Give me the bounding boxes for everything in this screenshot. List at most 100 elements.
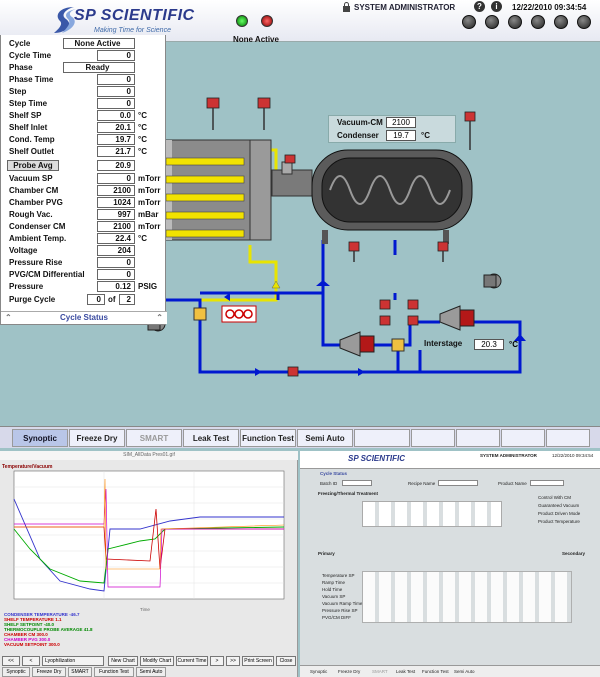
info-icon[interactable]: i	[491, 1, 502, 12]
collapse-left-icon: ⌃	[5, 313, 12, 322]
primary-row-label: Hold Time	[322, 587, 343, 592]
interstage-value: 20.3	[474, 339, 504, 350]
refrigerant-lines	[160, 240, 522, 374]
print-icon[interactable]	[531, 15, 545, 29]
main-tab-bar: Synoptic Freeze Dry SMART Leak Test Func…	[0, 426, 600, 448]
recipe-brand: SP SCIENTIFIC	[348, 454, 406, 463]
stop-button[interactable]	[261, 15, 273, 27]
prev-page-button[interactable]: <	[22, 656, 40, 666]
compressors	[339, 305, 475, 357]
recipe-tab-semi-auto[interactable]: Semi Auto	[454, 669, 475, 674]
purge-current: 0	[87, 294, 105, 305]
chart-type-select[interactable]: Lyophilization	[42, 656, 104, 666]
tools-icon[interactable]	[508, 15, 522, 29]
recipe-tab-function-test[interactable]: Function Test	[422, 669, 449, 674]
tab-smart[interactable]: SMART	[126, 429, 182, 447]
vacuum-cm-value: 2100	[386, 117, 416, 128]
freezing-section-title: Freezing/Thermal Treatment	[318, 491, 379, 496]
close-button[interactable]: Close	[276, 656, 296, 666]
mini-tab-function-test[interactable]: Function Test	[94, 667, 134, 677]
cycle-value: None Active	[63, 38, 135, 49]
tab-freeze-dry[interactable]: Freeze Dry	[69, 429, 125, 447]
batch-id-input[interactable]	[342, 480, 372, 486]
start-button[interactable]	[236, 15, 248, 27]
lock-icon	[343, 2, 350, 12]
primary-step-grid	[362, 571, 572, 623]
date-time: 12/22/2010 09:34:54	[512, 3, 587, 12]
primary-row-label: Temperature SP	[322, 573, 355, 578]
last-page-button[interactable]: >>	[226, 656, 240, 666]
product-temperature-check[interactable]: Product Temperature	[538, 519, 580, 524]
current-time-button[interactable]: Current Time	[176, 656, 208, 666]
product-name-label: Product Name	[498, 481, 527, 486]
cycle-status-toggle[interactable]: ⌃ Cycle Status ⌃	[1, 311, 167, 324]
probe-avg-button[interactable]: Probe Avg	[7, 160, 59, 171]
alarm-icon[interactable]	[485, 15, 499, 29]
product-name-input[interactable]	[530, 480, 564, 486]
legend-item: CHAMBER CM 300.0	[4, 632, 48, 637]
mini-tab-synoptic[interactable]: Synoptic	[2, 667, 30, 677]
mini-tab-semi-auto[interactable]: Semi Auto	[136, 667, 166, 677]
recipe-tab-synoptic[interactable]: Synoptic	[310, 669, 328, 674]
condenser-vessel	[311, 149, 473, 244]
swoosh-icon	[54, 7, 76, 33]
modify-chart-button[interactable]: Modify Chart	[140, 656, 174, 666]
condenser-unit: °C	[421, 131, 430, 140]
trend-chart	[13, 470, 285, 600]
row-purge-cycle: Purge Cycle 0 of 2	[1, 294, 167, 306]
flow-arrows	[224, 280, 526, 376]
row-ambient-temp: Ambient Temp.22.4°C	[9, 233, 147, 244]
user-name: SYSTEM ADMINISTRATOR	[354, 3, 456, 12]
brand-name: SP SCIENTIFIC	[74, 7, 195, 24]
tab-empty-4[interactable]	[501, 429, 545, 447]
tab-empty-1[interactable]	[354, 429, 410, 447]
interstage-unit: °C	[509, 340, 518, 349]
primary-row-label: PVG/CM DIFF	[322, 615, 351, 620]
recipe-tab-smart[interactable]: SMART	[372, 669, 388, 674]
first-page-button[interactable]: <<	[2, 656, 20, 666]
print-screen-button[interactable]: Print Screen	[242, 656, 274, 666]
next-page-button[interactable]: >	[210, 656, 224, 666]
tab-empty-5[interactable]	[546, 429, 590, 447]
tab-leak-test[interactable]: Leak Test	[183, 429, 239, 447]
trend-series-red	[14, 508, 284, 570]
tab-synoptic[interactable]: Synoptic	[12, 429, 68, 447]
batch-id-label: Batch ID	[320, 481, 338, 486]
x-axis-title: Time	[140, 607, 150, 612]
condenser-value: 19.7	[386, 130, 416, 141]
tab-empty-3[interactable]	[456, 429, 500, 447]
recipe-datetime: 12/22/2010 09:34:54	[552, 453, 594, 458]
product-driven-mode-check[interactable]: Product Driven Mode	[538, 511, 581, 516]
legend-item: CHAMBER PVG 300.0	[4, 637, 51, 642]
collapse-right-icon: ⌃	[156, 313, 163, 322]
tab-function-test[interactable]: Function Test	[240, 429, 296, 447]
recipe-tab-leak-test[interactable]: Leak Test	[396, 669, 416, 674]
primary-section-title: Primary	[318, 551, 335, 556]
control-with-cm-check[interactable]: Control With CM	[538, 495, 572, 500]
recipe-tab-freeze-dry[interactable]: Freeze Dry	[338, 669, 361, 674]
freezing-step-grid	[362, 501, 502, 527]
exit-icon[interactable]	[577, 15, 591, 29]
guaranteed-vacuum-check[interactable]: Guaranteed Vacuum	[538, 503, 580, 508]
new-chart-button[interactable]: New Chart	[108, 656, 138, 666]
mini-tab-freeze-dry[interactable]: Freeze Dry	[32, 667, 66, 677]
help-icon[interactable]: ?	[474, 1, 485, 12]
secondary-section-title: Secondary	[562, 551, 586, 556]
tab-empty-2[interactable]	[411, 429, 455, 447]
tab-semi-auto[interactable]: Semi Auto	[297, 429, 353, 447]
recipe-name-input[interactable]	[438, 480, 478, 486]
help-book-icon[interactable]	[554, 15, 568, 29]
home-icon[interactable]	[462, 15, 476, 29]
mini-tab-smart[interactable]: SMART	[68, 667, 92, 677]
trend-chart-header: SIM_AllData Pres01.gif	[0, 451, 298, 460]
recipe-cycle-status[interactable]: Cycle Status	[320, 471, 348, 476]
